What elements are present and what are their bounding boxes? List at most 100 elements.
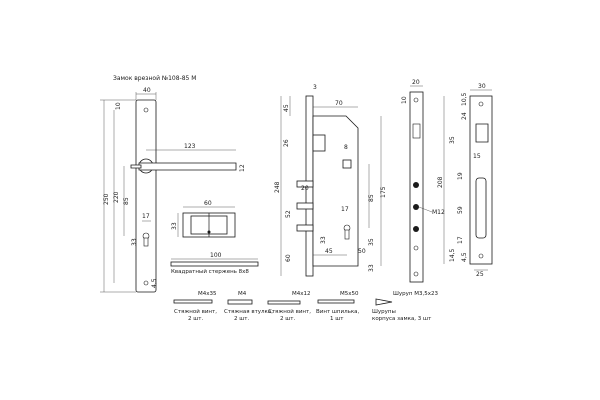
dim-cyl-height: 33 bbox=[320, 236, 327, 244]
dim-strike-top2: 10,5 bbox=[461, 92, 468, 106]
screw1-caption-line2: 2 шт. bbox=[188, 316, 203, 322]
dim-strike-d: 59 bbox=[457, 206, 464, 214]
spindle-square-hole bbox=[342, 159, 352, 169]
lock-body-view: 3 70 45 26 8 248 20 52 60 45 50 17 33 85… bbox=[274, 84, 387, 277]
screw2-caption-line1: Стяжной винт, bbox=[268, 308, 311, 315]
strike-bolt-opening bbox=[475, 177, 487, 239]
sleeve-spec: М4 bbox=[238, 291, 247, 297]
dim-body-bottom-spacing: 35 bbox=[368, 238, 375, 246]
dim-body-lower: 60 bbox=[285, 254, 292, 262]
cylinder-hole-slot bbox=[143, 237, 149, 247]
dim-strike-height: 208 bbox=[437, 176, 444, 188]
dim-strike-g: 4,5 bbox=[461, 252, 468, 262]
cylinder-view: 60 33 bbox=[171, 200, 236, 238]
dim-strike-top: 24 bbox=[461, 112, 468, 120]
handle-plate-view: 40 250 220 85 10 123 12 17 33 4,5 bbox=[100, 87, 246, 293]
spindle-bar bbox=[170, 261, 259, 267]
dim-plate-total: 250 bbox=[103, 193, 110, 205]
dim-body-faceplate: 3 bbox=[313, 84, 317, 91]
dim-cylinder-height: 33 bbox=[171, 222, 178, 230]
handle-neck bbox=[130, 164, 142, 169]
wood-caption-line1: Шурупы bbox=[372, 309, 396, 315]
faceplate-latch-window bbox=[412, 123, 421, 139]
dim-handle-width: 40 bbox=[143, 87, 151, 94]
dim-plate-bottom: 4,5 bbox=[151, 278, 158, 288]
body-cylinder-slot bbox=[344, 229, 350, 240]
dim-body-bottom: 33 bbox=[368, 264, 375, 272]
plate-screw-hole-bottom bbox=[143, 280, 149, 286]
dim-body-depth: 70 bbox=[335, 100, 343, 107]
screw1-spec: М4х35 bbox=[198, 291, 217, 297]
pin-shape bbox=[317, 299, 355, 304]
dead-bolt-2 bbox=[296, 202, 314, 210]
dim-plate-mid: 220 bbox=[113, 191, 120, 203]
dim-spindle-length: 100 bbox=[210, 252, 222, 259]
faceplate-screw-top bbox=[413, 97, 419, 103]
faceplate-bolt-1 bbox=[413, 182, 419, 188]
strike-screw-top bbox=[478, 101, 484, 107]
screw2-spec: М4х12 bbox=[292, 291, 311, 297]
dim-handle-length: 123 bbox=[184, 143, 196, 150]
dim-plate-center: 85 bbox=[123, 197, 130, 205]
dim-latch-height: 26 bbox=[283, 139, 290, 147]
wood-caption-line2: корпуса замка, 3 шт bbox=[372, 316, 432, 322]
dim-handle-top-offset: 10 bbox=[115, 102, 122, 110]
handle-lever bbox=[138, 162, 237, 171]
sleeve-shape bbox=[227, 299, 253, 305]
faceplate-front-view: 20 10 M12 bbox=[401, 79, 445, 283]
dim-strike-c: 19 bbox=[457, 172, 464, 180]
faceplate-hole bbox=[413, 245, 419, 251]
dim-strike-width: 30 bbox=[478, 83, 486, 90]
dim-body-total: 175 bbox=[380, 186, 387, 198]
dead-bolt-3 bbox=[296, 224, 314, 232]
pin-caption-line1: Винт шпилька, bbox=[316, 309, 360, 315]
spindle-caption: Квадратный стержень 8х8 bbox=[171, 268, 249, 275]
dim-square-offset: 8 bbox=[344, 144, 348, 151]
screw1-caption-line1: Стяжной винт, bbox=[174, 308, 217, 315]
dim-strike-b: 15 bbox=[473, 153, 481, 160]
faceplate-bolt-2 bbox=[413, 204, 419, 210]
escutcheon-plate bbox=[135, 99, 157, 293]
strike-plate-view: 30 24 10,5 35 15 208 19 59 17 14,5 4,5 2… bbox=[437, 83, 493, 278]
spindle-view: 100 Квадратный стержень 8х8 bbox=[170, 252, 259, 275]
faceplate-bolt-3 bbox=[413, 226, 419, 232]
sleeve-caption-line1: Стяжная втулка, bbox=[224, 309, 273, 315]
dim-body-lower-offset: 50 bbox=[358, 248, 366, 255]
pin-spec: М5х50 bbox=[340, 291, 359, 297]
dim-body-height: 248 bbox=[274, 181, 281, 193]
fasteners-row: М4х35 Стяжной винт, 2 шт. М4 Стяжная вту… bbox=[173, 291, 438, 322]
dim-body-top: 45 bbox=[283, 104, 290, 112]
dim-bolt-spacing: 52 bbox=[285, 210, 292, 218]
strike-screw-bottom bbox=[478, 253, 484, 259]
screw2-shape bbox=[267, 300, 301, 305]
dim-cyl-body-offset: 17 bbox=[341, 206, 349, 213]
faceplate-screw-bottom bbox=[413, 271, 419, 277]
dim-strike-f: 14,5 bbox=[449, 248, 456, 262]
screw1-shape bbox=[173, 299, 213, 304]
dim-faceplate-screw: M12 bbox=[432, 209, 445, 216]
dim-faceplate-width: 20 bbox=[412, 79, 420, 86]
latch-bolt bbox=[312, 134, 326, 152]
drawing-title: Замок врезной №108-85 М bbox=[113, 75, 196, 82]
dim-backset: 45 bbox=[325, 248, 333, 255]
sleeve-caption-line2: 2 шт. bbox=[234, 316, 249, 322]
dim-strike-a: 35 bbox=[449, 136, 456, 144]
plate-screw-hole-top bbox=[143, 107, 149, 113]
pin-caption-line2: 1 шт bbox=[330, 316, 344, 322]
dim-center-distance: 85 bbox=[368, 194, 375, 202]
dim-bolt-offset: 20 bbox=[301, 185, 309, 192]
wood-screw-shape bbox=[375, 298, 393, 306]
dim-cyl-offset: 17 bbox=[142, 213, 150, 220]
dim-strike-width-bottom: 25 bbox=[476, 271, 484, 278]
dead-bolt-1 bbox=[296, 180, 314, 188]
dim-cyl-side: 33 bbox=[131, 238, 138, 246]
screw2-caption-line2: 2 шт. bbox=[280, 316, 295, 322]
dim-strike-e: 17 bbox=[457, 236, 464, 244]
dim-cylinder-width: 60 bbox=[204, 200, 212, 207]
dim-handle-thickness: 12 bbox=[239, 164, 246, 172]
dim-faceplate-top: 10 bbox=[401, 96, 408, 104]
wood-screw-spec: Шуруп М3,5х23 bbox=[393, 291, 438, 297]
strike-latch-opening bbox=[475, 123, 489, 143]
